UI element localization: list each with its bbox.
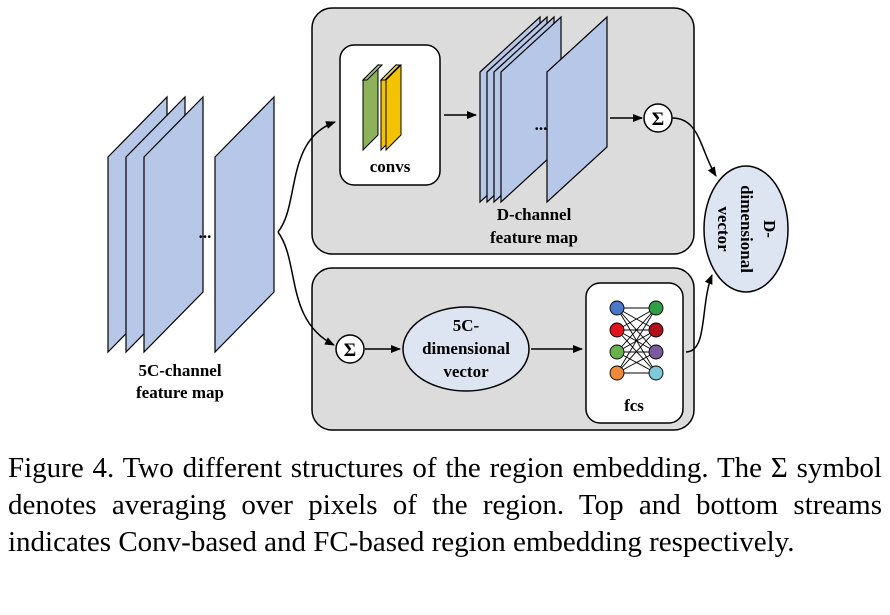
five-c-vector-line1: 5C- [453, 316, 480, 335]
nn-output-node [648, 365, 664, 381]
input-map-label-line1: 5C-channel [138, 361, 221, 380]
fcs-box [585, 282, 684, 424]
fcs-label: fcs [624, 396, 644, 415]
sum-icon: Σ [652, 109, 664, 130]
d-channel-feature-map-stack [479, 15, 608, 204]
figure-caption: Figure 4. Two different structures of th… [8, 452, 882, 558]
dmap-ellipsis: ... [535, 115, 548, 134]
d-vector-line2: dimensional [737, 185, 756, 273]
arrow-top-sum-to-dvector [671, 117, 717, 177]
input-map-ellipsis: ... [199, 223, 212, 242]
nn-input-node [609, 322, 625, 338]
convs-label: convs [370, 157, 411, 176]
dmap-label-line1: D-channel [497, 205, 572, 224]
arrow-to-bottom-stream [277, 231, 335, 346]
five-c-vector-ellipse [402, 306, 530, 392]
d-vector-line3: vector [714, 206, 733, 252]
bottom-sum-node: Σ [335, 334, 365, 364]
d-vector-ellipse [703, 165, 789, 293]
input-feature-map-stack [107, 95, 275, 354]
five-c-vector-line3: vector [443, 362, 489, 381]
d-vector-line1: D- [760, 220, 779, 238]
five-c-vector-line2: dimensional [422, 339, 510, 358]
dmap-sheet [546, 15, 608, 204]
conv-layers-icon [361, 63, 402, 152]
nn-input-node [609, 344, 625, 360]
top-sum-node: Σ [643, 103, 673, 133]
arrow-to-top-stream [277, 121, 336, 233]
nn-output-node [648, 300, 664, 316]
input-map-label-line2: feature map [136, 383, 224, 402]
dmap-label-line2: feature map [490, 228, 578, 247]
nn-output-node [648, 344, 664, 360]
input-sheet [143, 95, 204, 354]
fully-connected-network-icon [609, 300, 664, 381]
input-sheet [214, 95, 275, 354]
nn-input-node [609, 300, 625, 316]
region-embedding-diagram: ... 5C-channel feature map convs ... D-c… [107, 7, 789, 431]
nn-output-node [648, 322, 664, 338]
nn-input-node [609, 365, 625, 381]
sum-icon: Σ [344, 340, 356, 361]
arrow-fcs-to-dvector [685, 274, 713, 353]
